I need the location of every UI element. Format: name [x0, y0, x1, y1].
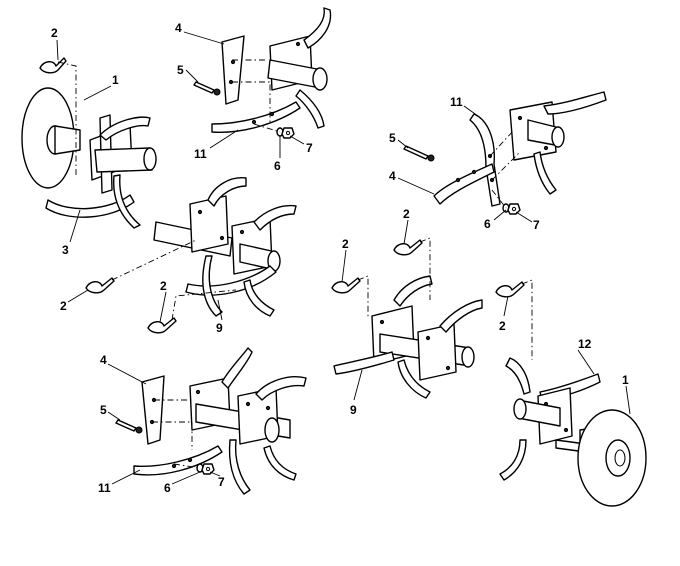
hairpin-clip-mid-right-a — [331, 277, 361, 294]
callout-11-right: 11 — [450, 95, 463, 109]
callout-3: 3 — [62, 243, 69, 257]
leader-lines — [56, 31, 631, 485]
hairpin-clip-mid-right-b — [393, 239, 423, 256]
bolt-5-top — [193, 81, 221, 96]
tine-blade-4-top — [221, 35, 245, 105]
callout-6-top: 6 — [274, 159, 281, 173]
tine-blade-11-top — [211, 101, 301, 133]
callout-9-left: 9 — [216, 321, 223, 335]
protection-disc-right — [577, 409, 647, 507]
hairpin-clip-top-left — [39, 57, 67, 74]
callout-2-mid-right-a: 2 — [342, 237, 349, 251]
callout-5-bottom: 5 — [100, 403, 107, 417]
assembly-line-top-center — [232, 59, 281, 133]
tine-blade-4-right — [433, 163, 495, 205]
tine-assembly-top-right — [509, 91, 607, 195]
double-tine-assembly-9-left — [153, 177, 297, 317]
callout-labels: 1 2 3 4 5 11 6 7 11 5 4 6 7 2 2 9 2 2 2 … — [51, 21, 629, 495]
callout-2-mid-center: 2 — [160, 279, 167, 293]
hairpin-clip-mid-right-c — [495, 281, 525, 298]
callout-2-top: 2 — [51, 26, 58, 40]
nut-7-bottom — [201, 463, 215, 475]
tine-assembly-top-center — [267, 7, 332, 129]
callout-5-right: 5 — [389, 131, 396, 145]
bolt-5-right — [403, 145, 435, 162]
callout-4-right: 4 — [389, 169, 396, 183]
hairpin-clip-mid-center — [147, 317, 177, 334]
tine-assembly-12 — [499, 357, 601, 481]
double-tine-assembly-9-right — [333, 275, 483, 399]
bolt-5-bottom — [115, 419, 143, 434]
assembly-line-top-right — [489, 129, 521, 209]
callout-7-bottom: 7 — [218, 475, 225, 489]
callout-5-top: 5 — [177, 63, 184, 77]
hairpin-clip-mid-left — [85, 277, 115, 294]
callout-2-mid-right-c: 2 — [499, 319, 506, 333]
callout-1-bottom: 1 — [622, 373, 629, 387]
callout-4-top: 4 — [175, 21, 182, 35]
callout-9-right: 9 — [350, 403, 357, 417]
tine-blade-11-right — [469, 113, 501, 207]
callout-6-right: 6 — [484, 217, 491, 231]
assembly-line-bottom — [152, 399, 201, 469]
double-tine-assembly-bottom — [189, 347, 307, 495]
callout-11-top: 11 — [194, 147, 207, 161]
callout-1-top: 1 — [112, 73, 119, 87]
callout-11-bottom: 11 — [98, 481, 111, 495]
tine-blade-4-bottom — [141, 375, 165, 445]
callout-4-bottom: 4 — [100, 353, 107, 367]
callout-2-mid-right-b: 2 — [403, 207, 410, 221]
callout-7-right: 7 — [533, 218, 540, 232]
callout-6-bottom: 6 — [164, 481, 171, 495]
callout-7-top: 7 — [306, 141, 313, 155]
nut-7-right — [507, 203, 521, 215]
assembly-line-top-left — [57, 61, 77, 176]
assembly-line-mid-left — [111, 239, 237, 321]
nut-7-top — [281, 127, 295, 139]
assembly-line-mid-right — [357, 237, 533, 360]
callout-12: 12 — [578, 337, 592, 351]
protection-disc-left — [21, 87, 81, 189]
tine-assembly-3 — [45, 114, 157, 229]
callout-2-mid-left: 2 — [60, 299, 67, 313]
